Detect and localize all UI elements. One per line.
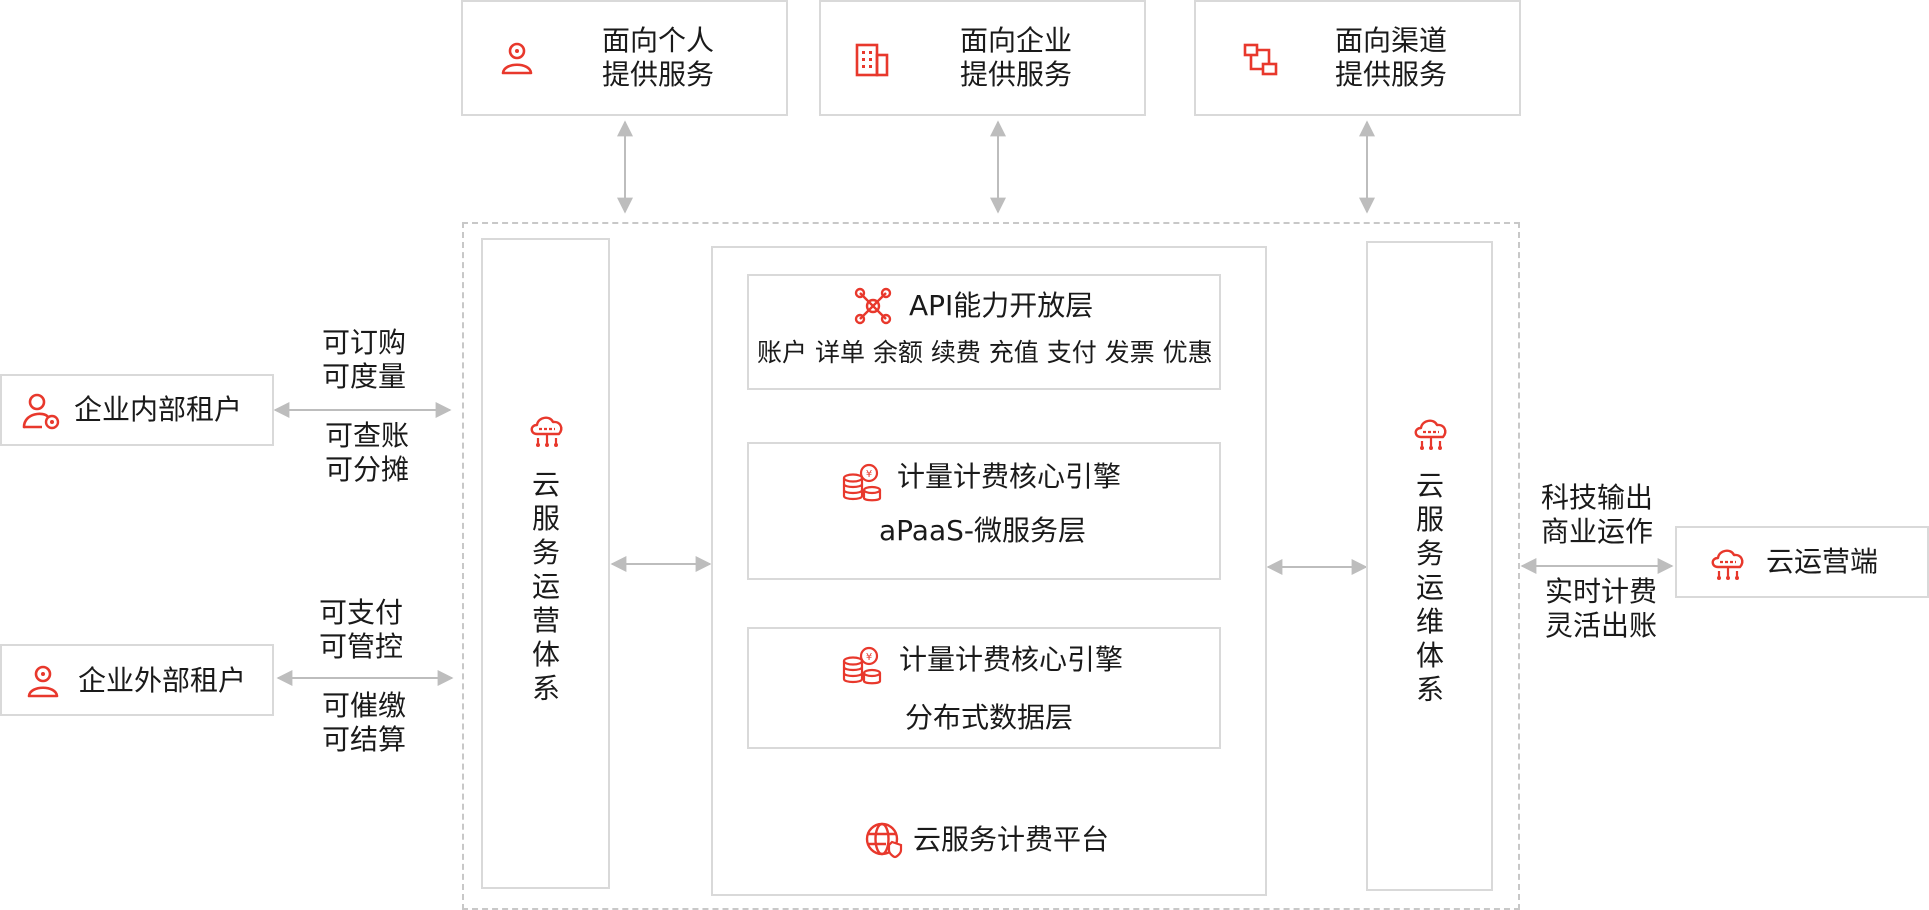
user-icon	[27, 665, 59, 698]
user-gear-icon	[22, 393, 60, 430]
service-enterprise-box: 面向企业 提供服务	[819, 0, 1146, 116]
user-icon	[501, 42, 533, 75]
service-channel-box: 面向渠道 提供服务	[1194, 0, 1521, 116]
billing-platform-box: API能力开放层 账户 详单 余额 续费 充值 支付 发票 优惠 ¥ 计量计费核…	[711, 246, 1267, 896]
engine-microservice-title: 计量计费核心引擎	[897, 460, 1122, 493]
channel-icon	[1243, 43, 1278, 76]
engine-data-box: ¥ 计量计费核心引擎 分布式数据层	[747, 627, 1221, 749]
tenant-external-notes-bottom: 可催缴 可结算	[322, 689, 407, 756]
tenant-external-label: 企业外部租户	[78, 664, 247, 697]
tenant-internal-label: 企业内部租户	[74, 393, 243, 426]
right-notes-top: 科技输出 商业运作	[1541, 481, 1654, 548]
ops-system-column: 云服务运营体系	[481, 238, 610, 889]
engine-microservice-subtitle: aPaaS-微服务层	[879, 514, 1086, 547]
tenant-external-notes-top: 可支付 可管控	[319, 596, 404, 663]
service-channel-label: 面向渠道 提供服务	[1335, 24, 1448, 91]
coins-icon: ¥	[842, 646, 882, 685]
svg-text:¥: ¥	[866, 652, 872, 663]
service-personal-box: 面向个人 提供服务	[461, 0, 788, 116]
service-personal-label: 面向个人 提供服务	[602, 24, 715, 91]
api-layer-box: API能力开放层 账户 详单 余额 续费 充值 支付 发票 优惠	[747, 274, 1221, 390]
service-enterprise-label: 面向企业 提供服务	[960, 24, 1073, 91]
cloud-ops-end-label: 云运营端	[1766, 545, 1879, 578]
tenant-internal-box: 企业内部租户	[0, 374, 274, 446]
right-notes-bottom: 实时计费 灵活出账	[1545, 575, 1658, 642]
coins-icon: ¥	[842, 463, 882, 502]
tenant-internal-notes-top: 可订购 可度量	[322, 326, 407, 393]
building-icon	[855, 43, 889, 77]
globe-shield-icon	[865, 822, 903, 859]
network-nodes-icon	[854, 287, 892, 325]
cloud-ops-end-box: 云运营端	[1675, 526, 1929, 598]
maint-system-column: 云服务运维体系	[1366, 241, 1493, 891]
platform-title: 云服务计费平台	[913, 823, 1110, 856]
ops-system-title: 云服务运营体系	[531, 468, 560, 705]
system-dashed-boundary	[462, 222, 1520, 910]
tenant-external-box: 企业外部租户	[0, 644, 274, 716]
cloud-network-icon	[1711, 549, 1744, 580]
cloud-network-icon	[1414, 419, 1447, 450]
engine-data-subtitle: 分布式数据层	[905, 701, 1074, 734]
engine-data-title: 计量计费核心引擎	[899, 643, 1124, 676]
engine-microservice-box: ¥ 计量计费核心引擎 aPaaS-微服务层	[747, 442, 1221, 580]
cloud-network-icon	[530, 416, 563, 447]
api-layer-items: 账户 详单 余额 续费 充值 支付 发票 优惠	[757, 338, 1213, 367]
maint-system-title: 云服务运维体系	[1415, 469, 1444, 706]
api-layer-title: API能力开放层	[909, 289, 1094, 322]
tenant-internal-notes-bottom: 可查账 可分摊	[325, 419, 410, 486]
svg-text:¥: ¥	[866, 469, 872, 480]
